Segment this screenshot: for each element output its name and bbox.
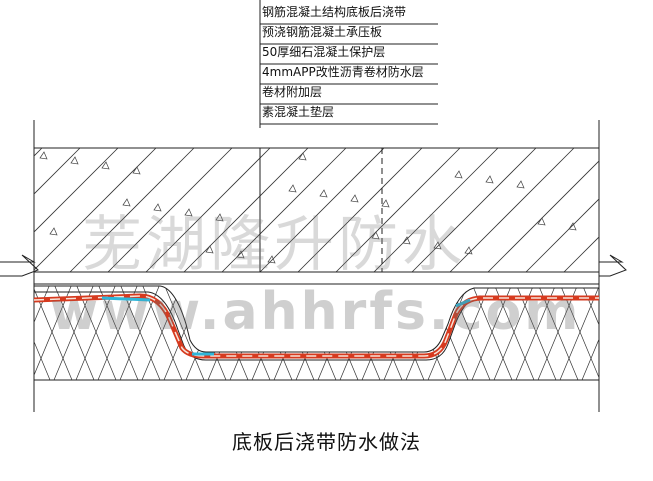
aggregate-mark	[485, 175, 494, 184]
break-symbol-right	[599, 254, 627, 277]
layer-label-2: 预浇钢筋混凝土承压板	[262, 25, 383, 39]
cushion-hatch-line	[97, 286, 139, 380]
slab-hatch-line	[602, 148, 653, 272]
slab-hatch-line	[69, 148, 195, 272]
layer-label-1: 钢筋混凝土结构底板后浇带	[262, 5, 407, 19]
drawing-caption: 底板后浇带防水做法	[232, 430, 421, 454]
slab-hatch-line	[145, 148, 271, 272]
slab-hatch-line	[525, 198, 599, 272]
cushion-hatch-line	[648, 284, 653, 380]
slab-hatch-line	[183, 148, 309, 272]
aggregate-mark	[39, 151, 48, 160]
slab-hatch-line	[34, 148, 157, 271]
layer-label-6: 素混凝土垫层	[262, 105, 335, 119]
waterproof-membrane	[33, 293, 599, 359]
slab-hatch-line	[34, 148, 119, 233]
aggregate-mark	[350, 194, 359, 203]
slab-hatch-line	[487, 160, 599, 272]
cushion-hatch-line	[0, 284, 28, 380]
watermark-cn: 芜湖隆升防水	[82, 210, 466, 280]
aggregate-mark	[381, 199, 390, 208]
aggregate-mark	[215, 213, 224, 222]
slab-hatch-line	[411, 148, 537, 272]
cushion-hatch-line	[626, 284, 653, 380]
aggregate-mark	[433, 241, 442, 250]
aggregate-mark	[464, 246, 473, 255]
watermark-url: www.ahhrfs.com	[50, 282, 582, 342]
cushion-hatch-line	[0, 284, 6, 380]
aggregate-mark	[371, 231, 380, 240]
aggregate-mark	[236, 250, 245, 259]
aggregate-mark	[537, 217, 546, 226]
aggregate-mark	[153, 203, 162, 212]
layer-label-4: 4mmAPP改性沥青卷材防水层	[262, 65, 424, 79]
cushion-edges	[34, 285, 599, 381]
label-leader	[259, 0, 438, 128]
slab-hatch-line	[259, 148, 385, 272]
slab-hatch-line	[107, 148, 233, 272]
aggregate-mark	[49, 227, 58, 236]
cushion-hatch-line	[0, 284, 28, 380]
slab-hatch-line	[640, 148, 653, 272]
cushion-hatch-line	[581, 286, 599, 380]
slab-hatch-line	[34, 148, 81, 195]
cushion-hatch-line	[0, 284, 6, 380]
cushion-hatch-line	[604, 284, 644, 380]
aggregate-mark	[454, 170, 463, 179]
aggregate-mark	[122, 198, 131, 207]
aggregate-mark	[516, 180, 525, 189]
protective-layer	[34, 283, 599, 361]
aggregate-mark	[70, 156, 79, 165]
aggregate-mark	[288, 184, 297, 193]
aggregate-mark	[132, 166, 141, 175]
cushion-hatch-line	[163, 286, 205, 380]
slab-hatch-line	[563, 236, 599, 272]
aggregate-mark	[298, 152, 307, 161]
break-symbol-left	[0, 254, 39, 277]
aggregate-mark	[319, 189, 328, 198]
slab-hatch-line	[297, 148, 423, 272]
slab-hatch-line	[0, 148, 4, 272]
structural-slab	[0, 148, 653, 272]
slab-edges	[34, 148, 599, 273]
cushion-hatch-line	[34, 286, 51, 380]
aggregate-mark	[402, 236, 411, 245]
aggregate-mark	[568, 222, 577, 231]
aggregate-mark	[205, 245, 214, 254]
aggregate-mark	[267, 255, 276, 264]
slab-hatch-line	[34, 148, 43, 157]
slab-hatch-line	[373, 148, 499, 272]
slab-hatch-line	[335, 148, 461, 272]
aggregate-mark	[101, 161, 110, 170]
cushion-hatch-line	[626, 284, 653, 380]
layer-label-3: 50厚细石混凝土保护层	[262, 45, 386, 59]
cushion-hatch-line	[604, 284, 644, 380]
slab-hatch-line	[221, 148, 347, 272]
aggregate-mark	[184, 208, 193, 217]
cushion-hatch-line	[648, 284, 653, 380]
layer-label-5: 卷材附加层	[262, 85, 323, 99]
